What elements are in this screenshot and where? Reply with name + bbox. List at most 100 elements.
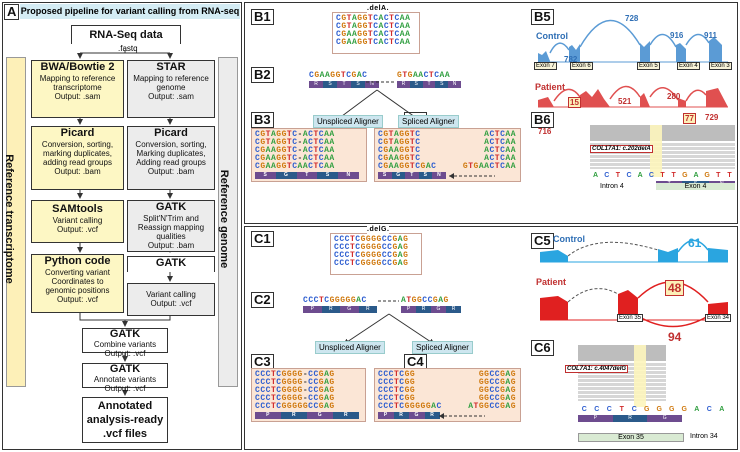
amino-acid: P <box>303 306 322 313</box>
amino-acid: T <box>296 172 318 179</box>
panel-c-frame <box>244 226 738 450</box>
sequence-read: CGTAGGTC <box>378 130 421 139</box>
amino-acid: N <box>448 81 461 88</box>
b2-right-seq: GTGAACTCAA <box>397 71 451 80</box>
reference-base: T <box>615 172 621 179</box>
sequence-read: CCCTCGGGG-CCGAG <box>255 370 335 379</box>
b-branch-lines <box>333 81 423 123</box>
panel-b2-label: B2 <box>251 67 274 83</box>
amino-acid: R <box>309 81 323 88</box>
amino-acid: P <box>378 412 394 419</box>
sequence-read: CGTAGGTC-ACTCAA <box>255 138 335 147</box>
gatk-vc-box: GATK <box>127 256 215 272</box>
sequence-read: CCCTCGG <box>378 370 416 379</box>
b5-ctrl-val-4: 911 <box>704 31 717 40</box>
c6-intron-label: Intron 34 <box>690 433 718 440</box>
amino-acid: G <box>431 306 446 313</box>
b5-pat-val-716: 716 <box>538 127 552 136</box>
amino-acid: S <box>418 172 433 179</box>
fastq-label: .fastq <box>118 44 138 53</box>
sequence-read: CGTAGGTCACTCAA <box>336 14 411 23</box>
panel-b1-label: B1 <box>251 9 274 25</box>
reference-base: G <box>681 406 687 413</box>
amino-acid: S <box>378 172 392 179</box>
b2-left-seq: CGAAGGTCGAC <box>309 71 368 80</box>
b5-patient-track <box>538 85 728 108</box>
reference-base: G <box>704 172 710 179</box>
b5-pat-val-15: 15 <box>568 97 581 108</box>
reference-base: C <box>604 172 610 179</box>
c5-exon34-label: Exon 34 <box>705 314 732 322</box>
amino-acid: P <box>255 412 281 419</box>
sequence-read: CCCTCGGGGCCGAG <box>334 235 409 244</box>
gatk-annotate-box: GATK Annotate variants Output: .vcf <box>82 363 168 393</box>
amino-acid: N <box>365 81 379 88</box>
sequence-read: CCCTCGG <box>378 394 416 403</box>
amino-acid: G <box>340 306 359 313</box>
c6-exon-bar: Exon 35 <box>578 433 684 442</box>
panel-a-frame <box>2 2 242 450</box>
b5-pat-val-729: 729 <box>705 113 719 122</box>
reference-base: C <box>581 406 587 413</box>
c-branch-lines <box>343 300 435 345</box>
sequence-read: CGAAGGTCGAC <box>378 162 437 171</box>
c1-deletion-label: .delG. <box>367 226 390 234</box>
c5-pat-val2: 94 <box>668 330 682 344</box>
amino-acid: G <box>307 412 333 419</box>
panel-c5-label: C5 <box>531 233 554 249</box>
sequence-read: CCCTCGGGG-CCGAG <box>255 394 335 403</box>
panel-b-frame <box>244 2 738 224</box>
sequence-read: ACTCAA <box>484 138 516 147</box>
reference-base: A <box>593 172 599 179</box>
reference-base: T <box>660 172 665 179</box>
sequence-read: CCCTCGGGGCCGAG <box>334 243 409 252</box>
sequence-read: ACTCAA <box>484 130 516 139</box>
amino-acid: R <box>321 306 340 313</box>
exon-7-label: Exon 7 <box>534 62 557 70</box>
amino-acid: S <box>435 81 449 88</box>
c6-coverage-gray <box>578 345 666 361</box>
c5-control-track <box>540 239 728 263</box>
reference-base: C <box>631 406 637 413</box>
sequence-read: CGAAGGTC <box>378 154 421 163</box>
amino-acid: R <box>281 412 307 419</box>
b5-pat-val-280: 280 <box>667 92 681 101</box>
c5-pat-val: 48 <box>665 280 685 296</box>
panel-c1-label: C1 <box>251 231 274 247</box>
amino-acid: T <box>405 172 419 179</box>
b6-highlight <box>650 125 662 177</box>
gatk-combine-box: GATK Combine variants Output: .vcf <box>82 328 168 358</box>
sequence-read: ACTCAA <box>484 146 516 155</box>
c-unspliced-aligner-label: Unspliced Aligner <box>315 341 385 354</box>
reference-base: T <box>671 172 676 179</box>
reference-base: G <box>682 172 688 179</box>
reference-base: A <box>694 406 700 413</box>
panel-b5-label: B5 <box>531 9 554 25</box>
panel-c6-label: C6 <box>531 340 554 356</box>
reference-base: C <box>594 406 600 413</box>
sequence-read: CGTAGGTC-ACTCAA <box>255 130 335 139</box>
b5-pat-val-521: 521 <box>618 97 632 106</box>
b5-pat-val-77: 77 <box>683 113 696 124</box>
c2-left-seq: CCCTCGGGGGAC <box>303 296 367 305</box>
amino-acid: S <box>323 81 337 88</box>
c5-exon35-label: Exon 35 <box>617 314 644 322</box>
sequence-read: GGCCGAG <box>478 394 516 403</box>
amino-acid: R <box>393 412 409 419</box>
amino-acid: T <box>337 81 351 88</box>
genome-bar <box>218 57 238 387</box>
sequence-read: CCCTCGG <box>378 386 416 395</box>
amino-acid: R <box>333 412 359 419</box>
amino-acid: G <box>275 172 297 179</box>
